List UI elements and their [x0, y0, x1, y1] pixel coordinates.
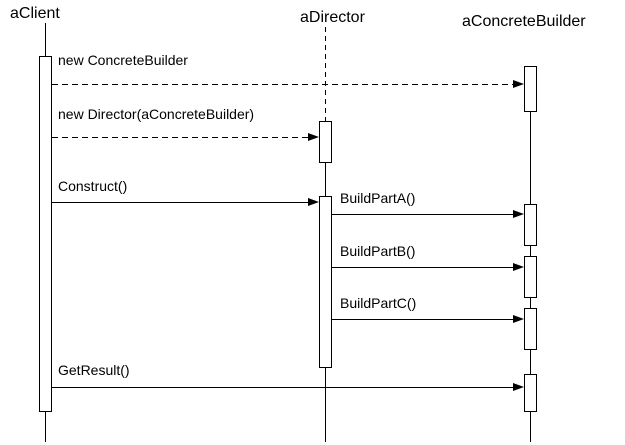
- message-line-new-director: [52, 137, 308, 138]
- message-line-construct: [52, 202, 308, 203]
- message-label-buildparta: BuildPartA(): [340, 190, 416, 206]
- lifeline-aclient-bottom: [45, 412, 46, 442]
- lifeline-abuilder-bottom: [530, 412, 531, 442]
- lifeline-adirector-dashed: [325, 27, 326, 121]
- participant-label-aconcretebuilder: aConcreteBuilder: [462, 13, 586, 30]
- activation-abuilder-buildpartc: [524, 308, 537, 350]
- activation-aclient: [39, 56, 52, 412]
- activation-abuilder-buildpartb: [524, 256, 537, 298]
- lifeline-abuilder-1: [530, 112, 531, 204]
- activation-adirector-create: [319, 121, 332, 163]
- participant-label-adirector: aDirector: [300, 9, 365, 26]
- arrowhead-buildparta: [513, 210, 524, 218]
- message-line-buildparta: [332, 214, 513, 215]
- message-line-new-concretebuilder: [52, 84, 514, 85]
- arrowhead-buildpartc: [513, 315, 524, 323]
- message-label-new-director: new Director(aConcreteBuilder): [58, 106, 255, 122]
- activation-abuilder-buildparta: [524, 204, 537, 246]
- message-line-buildpartc: [332, 319, 513, 320]
- message-label-construct: Construct(): [58, 178, 128, 194]
- message-line-buildpartb: [332, 267, 513, 268]
- lifeline-aclient-top: [45, 23, 46, 56]
- lifeline-abuilder-3: [530, 298, 531, 308]
- lifeline-adirector-bottom: [325, 368, 326, 442]
- lifeline-abuilder-2: [530, 246, 531, 256]
- activation-abuilder-create: [524, 66, 537, 112]
- participant-label-aclient: aClient: [10, 5, 60, 22]
- activation-abuilder-getresult: [524, 374, 537, 412]
- arrowhead-new-concretebuilder: [513, 80, 524, 88]
- arrowhead-getresult: [513, 383, 524, 391]
- lifeline-adirector-mid: [325, 163, 326, 196]
- lifeline-abuilder-4: [530, 350, 531, 374]
- activation-adirector-construct: [319, 196, 332, 368]
- message-label-buildpartb: BuildPartB(): [340, 243, 416, 259]
- message-line-getresult: [52, 387, 513, 388]
- message-label-buildpartc: BuildPartC(): [340, 295, 417, 311]
- arrowhead-construct: [308, 198, 319, 206]
- message-label-getresult: GetResult(): [58, 362, 130, 378]
- arrowhead-buildpartb: [513, 263, 524, 271]
- arrowhead-new-director: [308, 133, 319, 141]
- message-label-new-concretebuilder: new ConcreteBuilder: [58, 52, 188, 68]
